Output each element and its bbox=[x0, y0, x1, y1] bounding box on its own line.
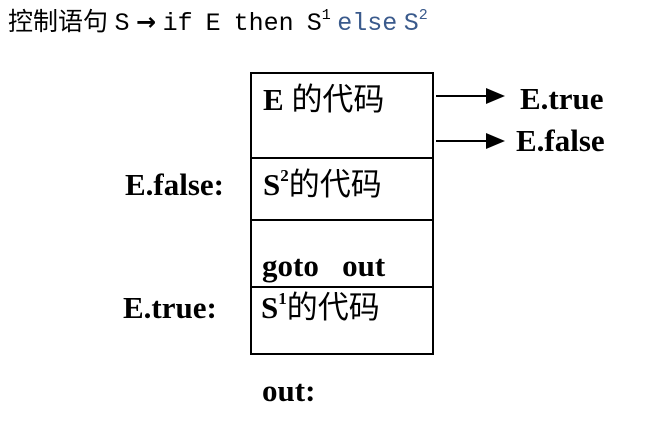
target-e-false: E.false bbox=[516, 123, 605, 158]
title-s2: S2 bbox=[403, 7, 428, 38]
arrow-true-head bbox=[486, 88, 505, 104]
divider-s2-goto bbox=[250, 219, 434, 221]
divider-e-s2 bbox=[250, 157, 434, 159]
label-out: out: bbox=[262, 373, 316, 408]
title-prefix: 控制语句 bbox=[8, 7, 109, 36]
arrow-false-head bbox=[486, 133, 505, 149]
block-s1-code: S1的代码 bbox=[261, 289, 380, 326]
block-s2-code: S2的代码 bbox=[263, 166, 382, 203]
statement-title: 控制语句 S → if E then S1 else S2 bbox=[8, 4, 428, 40]
code-layout-box bbox=[250, 72, 434, 355]
title-s1: S1 bbox=[306, 7, 331, 38]
production-arrow: → bbox=[136, 8, 157, 36]
keyword-if: if bbox=[162, 9, 193, 38]
label-e-true: E.true: bbox=[123, 290, 217, 325]
title-s: S bbox=[114, 9, 130, 38]
label-e-false: E.false: bbox=[125, 167, 225, 202]
target-e-true: E.true bbox=[520, 81, 604, 116]
divider-goto-s1 bbox=[250, 286, 434, 288]
keyword-then: then bbox=[233, 9, 294, 38]
block-goto-out: goto out bbox=[262, 248, 386, 283]
block-e-code: E 的代码 bbox=[263, 82, 385, 118]
title-e: E bbox=[205, 9, 221, 38]
keyword-else: else bbox=[337, 9, 398, 38]
